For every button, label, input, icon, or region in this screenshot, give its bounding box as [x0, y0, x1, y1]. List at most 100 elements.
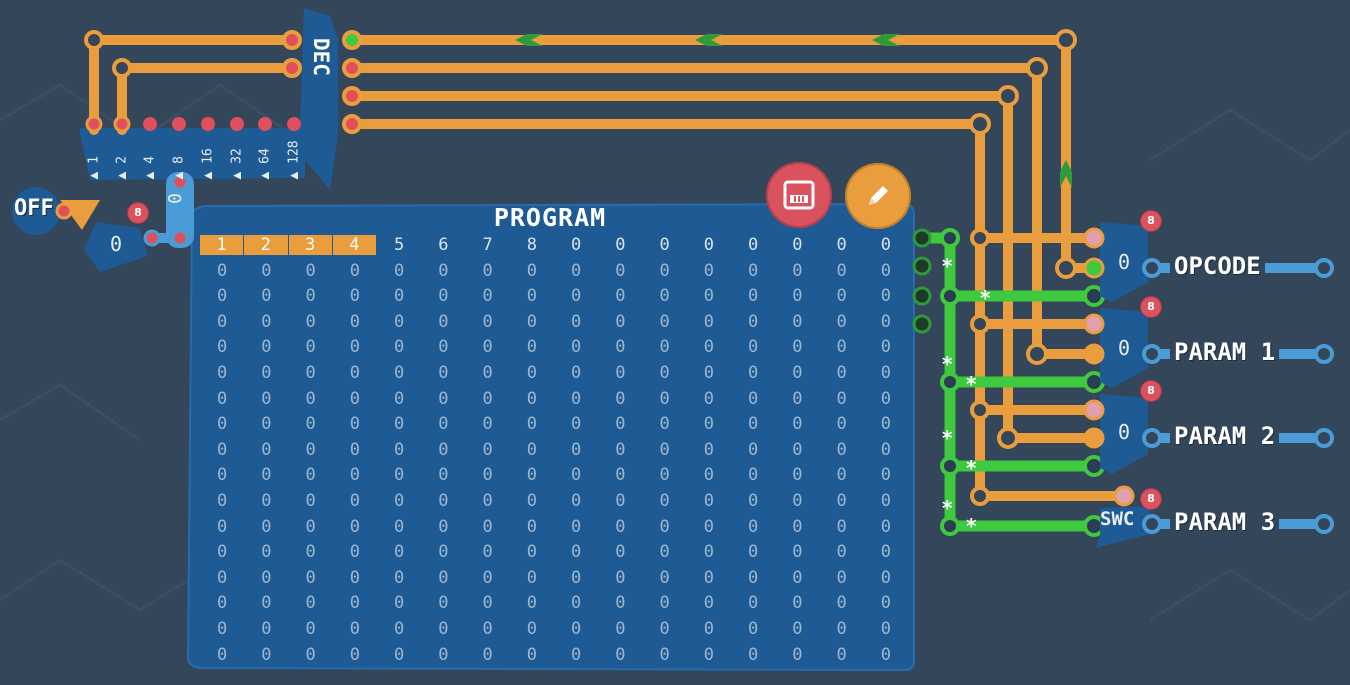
- program-cell[interactable]: 0: [438, 414, 449, 435]
- program-cell[interactable]: 0: [748, 490, 759, 511]
- program-cell[interactable]: 0: [880, 286, 891, 307]
- program-cell[interactable]: 0: [792, 337, 803, 358]
- program-cell[interactable]: 0: [836, 286, 847, 307]
- program-cell[interactable]: 0: [217, 516, 228, 537]
- program-cell[interactable]: 0: [792, 593, 803, 614]
- program-cell[interactable]: 0: [261, 260, 272, 281]
- program-cell[interactable]: 0: [482, 439, 493, 460]
- program-cell[interactable]: 0: [438, 593, 449, 614]
- program-cell[interactable]: 0: [217, 414, 228, 435]
- program-cell[interactable]: 0: [836, 362, 847, 383]
- program-cell[interactable]: 0: [615, 618, 626, 639]
- program-cell[interactable]: 0: [305, 337, 316, 358]
- program-cell[interactable]: 0: [880, 618, 891, 639]
- program-cell[interactable]: 0: [438, 618, 449, 639]
- program-cell[interactable]: 0: [305, 542, 316, 563]
- program-cell[interactable]: 0: [261, 286, 272, 307]
- program-cell[interactable]: 0: [836, 414, 847, 435]
- program-cell[interactable]: 0: [526, 260, 537, 281]
- program-cell[interactable]: 0: [571, 567, 582, 588]
- program-cell[interactable]: 0: [615, 490, 626, 511]
- program-cell[interactable]: 0: [261, 439, 272, 460]
- program-cell[interactable]: 0: [659, 465, 670, 486]
- program-cell[interactable]: 0: [526, 542, 537, 563]
- program-cell[interactable]: 0: [615, 439, 626, 460]
- program-cell[interactable]: 0: [217, 465, 228, 486]
- program-cell[interactable]: 0: [526, 286, 537, 307]
- program-cell[interactable]: 0: [659, 593, 670, 614]
- program-cell[interactable]: 0: [217, 439, 228, 460]
- program-cell[interactable]: 0: [703, 362, 714, 383]
- program-cell[interactable]: 0: [526, 644, 537, 665]
- program-cell[interactable]: 0: [880, 593, 891, 614]
- program-cell[interactable]: 0: [659, 516, 670, 537]
- program-cell[interactable]: 0: [703, 644, 714, 665]
- program-cell[interactable]: 0: [615, 311, 626, 332]
- program-cell[interactable]: 0: [526, 337, 537, 358]
- program-cell[interactable]: 0: [836, 593, 847, 614]
- program-cell[interactable]: 0: [748, 439, 759, 460]
- program-cell[interactable]: 0: [571, 593, 582, 614]
- program-cell[interactable]: 0: [394, 388, 405, 409]
- program-cell[interactable]: 0: [526, 362, 537, 383]
- program-cell[interactable]: 0: [792, 388, 803, 409]
- program-cell[interactable]: 0: [659, 567, 670, 588]
- program-cell[interactable]: 0: [438, 516, 449, 537]
- program-cell[interactable]: 0: [836, 567, 847, 588]
- program-cell[interactable]: 0: [261, 465, 272, 486]
- program-cell[interactable]: 0: [792, 414, 803, 435]
- program-cell[interactable]: 0: [748, 516, 759, 537]
- program-cell[interactable]: 0: [659, 388, 670, 409]
- program-header-cell[interactable]: 4: [332, 235, 376, 255]
- program-cell[interactable]: 0: [792, 516, 803, 537]
- program-cell[interactable]: 0: [217, 593, 228, 614]
- program-cell[interactable]: 0: [349, 618, 360, 639]
- program-cell[interactable]: 0: [305, 465, 316, 486]
- program-header-cell[interactable]: 1: [200, 235, 244, 255]
- program-cell[interactable]: 0: [703, 465, 714, 486]
- program-cell[interactable]: 0: [792, 567, 803, 588]
- program-cell[interactable]: 0: [349, 593, 360, 614]
- program-cell[interactable]: 0: [305, 644, 316, 665]
- program-cell[interactable]: 0: [659, 260, 670, 281]
- program-cell[interactable]: 0: [880, 311, 891, 332]
- program-cell[interactable]: 0: [261, 311, 272, 332]
- program-cell[interactable]: 0: [394, 465, 405, 486]
- program-cell[interactable]: 0: [659, 439, 670, 460]
- program-cell[interactable]: 0: [703, 414, 714, 435]
- program-cell[interactable]: 0: [792, 439, 803, 460]
- program-cell[interactable]: 0: [703, 311, 714, 332]
- program-cell[interactable]: 0: [482, 337, 493, 358]
- program-cell[interactable]: 0: [880, 644, 891, 665]
- program-header-cell[interactable]: 0: [703, 235, 714, 255]
- program-cell[interactable]: 0: [217, 490, 228, 511]
- program-cell[interactable]: 0: [792, 465, 803, 486]
- program-cell[interactable]: 0: [217, 542, 228, 563]
- program-cell[interactable]: 0: [349, 567, 360, 588]
- program-cell[interactable]: 0: [349, 644, 360, 665]
- program-cell[interactable]: 0: [438, 465, 449, 486]
- program-cell[interactable]: 0: [703, 388, 714, 409]
- program-cell[interactable]: 0: [748, 362, 759, 383]
- program-header-cell[interactable]: 7: [482, 235, 493, 255]
- program-cell[interactable]: 0: [836, 516, 847, 537]
- program-header-cell[interactable]: 5: [394, 235, 405, 255]
- program-cell[interactable]: 0: [261, 618, 272, 639]
- program-cell[interactable]: 0: [659, 337, 670, 358]
- program-cell[interactable]: 0: [261, 414, 272, 435]
- program-cell[interactable]: 0: [217, 362, 228, 383]
- program-cell[interactable]: 0: [703, 439, 714, 460]
- program-cell[interactable]: 0: [349, 439, 360, 460]
- program-cell[interactable]: 0: [438, 542, 449, 563]
- program-cell[interactable]: 0: [880, 414, 891, 435]
- program-cell[interactable]: 0: [615, 286, 626, 307]
- program-header-cell[interactable]: 0: [748, 235, 759, 255]
- program-cell[interactable]: 0: [482, 414, 493, 435]
- program-cell[interactable]: 0: [703, 286, 714, 307]
- program-cell[interactable]: 0: [792, 644, 803, 665]
- program-cell[interactable]: 0: [217, 388, 228, 409]
- program-header-cell[interactable]: 0: [792, 235, 803, 255]
- program-cell[interactable]: 0: [217, 337, 228, 358]
- program-cell[interactable]: 0: [659, 542, 670, 563]
